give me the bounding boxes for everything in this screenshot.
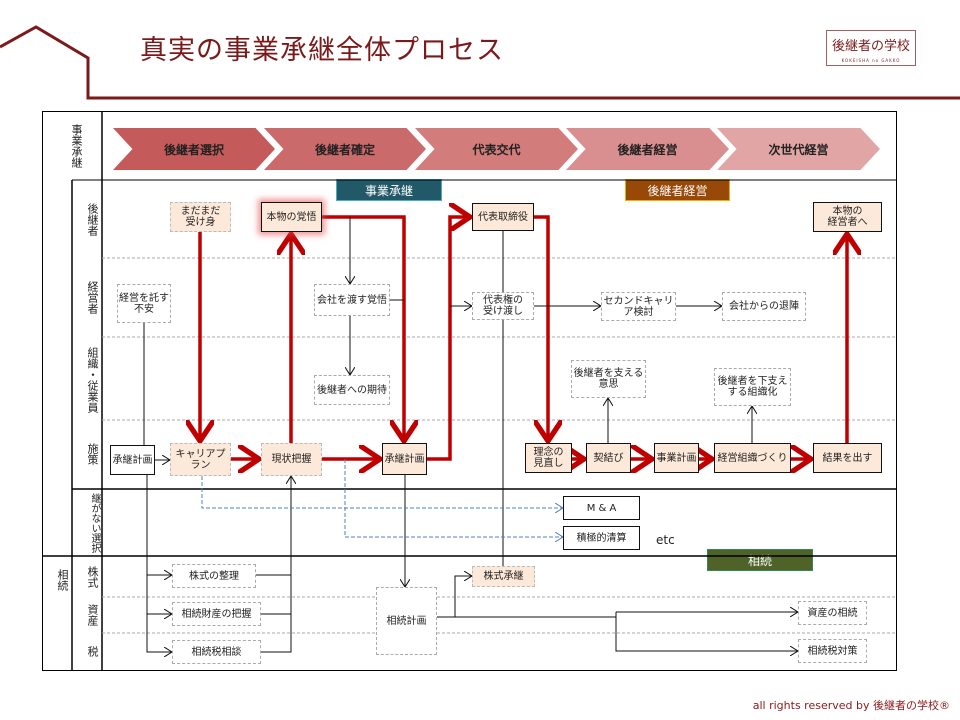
box-inheritance-plan: 相続計画 (376, 587, 437, 655)
dashed-alternative-arrow (201, 476, 563, 508)
box-expectation: 後継者への期待 (314, 375, 390, 405)
box-support-organization: 後継者を下支え する組織化 (714, 368, 791, 406)
lane-label-stock: 株式 (86, 566, 99, 588)
box-career-plan: キャリアプラン (170, 443, 231, 476)
lane-label-business-succession: 事業承継 (70, 124, 83, 168)
lane-label-no-succession: 継がない選択 (89, 493, 100, 553)
school-logo: 後継者の学校 KOKEISHA no GAKKO (826, 30, 916, 66)
lane-label-manager: 経営者 (86, 280, 99, 314)
box-organization-building: 経営組織づくり (714, 443, 791, 473)
box-asset-inheritance: 資産の相続 (798, 601, 867, 625)
tag-inheritance: 相続 (707, 549, 813, 571)
box-liquidation: 積極的清算 (563, 526, 640, 550)
lane-label-measures: 施策 (86, 443, 99, 465)
lane-label-successor: 後継者 (86, 202, 99, 236)
box-resolve-handover: 会社を渡す覚悟 (314, 284, 390, 316)
box-philosophy-review: 理念の 見直し (525, 443, 572, 473)
box-stock-succession: 株式承継 (472, 566, 535, 587)
box-business-plan: 事業計画 (654, 443, 699, 473)
box-second-career: セカンドキャリア検討 (601, 292, 676, 321)
lane-label-assets: 資産 (86, 604, 99, 626)
box-anxiety-entrusting: 経営を託す 不安 (117, 284, 171, 323)
lane-label-inheritance: 相続 (56, 569, 69, 591)
house-outline-decoration (0, 25, 960, 100)
connector-line (146, 475, 172, 652)
box-tax-measures: 相続税対策 (798, 639, 867, 663)
box-representative-director: 代表取締役 (472, 203, 534, 231)
red-flow-arrow (534, 215, 548, 441)
phase-successor-confirmed: 後継者確定 (264, 128, 426, 170)
logo-text: 後継者の学校 (831, 39, 910, 54)
lane-label-organization: 組織・従業員 (86, 347, 99, 413)
logo-subtext: KOKEISHA no GAKKO (841, 58, 901, 63)
lane-label-tax: 税 (86, 645, 99, 657)
box-retirement: 会社からの退陣 (722, 292, 806, 321)
process-frame (42, 111, 897, 671)
box-asset-assessment: 相続財産の把握 (172, 602, 261, 626)
dashed-alternative-arrow (344, 459, 563, 537)
box-situation-assessment: 現状把握 (261, 443, 322, 476)
box-still-passive: まだまだ 受け身 (170, 202, 231, 232)
box-deliver-results: 結果を出す (813, 443, 882, 473)
box-succession-plan-left: 承継計画 (110, 445, 155, 475)
phase-next-generation: 次世代経営 (717, 128, 880, 170)
box-bond: 契結び (586, 443, 631, 473)
connector-line (615, 612, 798, 651)
page-title: 真実の事業承継全体プロセス (140, 35, 504, 66)
box-tax-consultation: 相続税相談 (172, 640, 261, 664)
box-true-manager: 本物の 経営者へ (813, 202, 882, 232)
red-flow-arrow (427, 217, 470, 461)
box-m-and-a: M & A (563, 496, 640, 520)
box-authority-handover: 代表権の 受け渡し (472, 292, 534, 320)
box-stock-arrangement: 株式の整理 (172, 564, 256, 588)
connector-line (261, 476, 291, 653)
phase-representative-change: 代表交代 (415, 128, 578, 170)
phase-successor-selection: 後継者選択 (113, 128, 275, 170)
etc-label: etc (656, 533, 675, 547)
copyright-footer: all rights reserved by 後継者の学校® (752, 699, 950, 712)
box-true-resolve: 本物の覚悟 (261, 202, 322, 232)
box-succession-plan: 承継計画 (382, 443, 427, 475)
box-support-will: 後継者を支える 意思 (571, 360, 646, 398)
phase-successor-management: 後継者経営 (566, 128, 729, 170)
red-flow-arrow (322, 215, 404, 441)
connector-line (454, 576, 472, 617)
